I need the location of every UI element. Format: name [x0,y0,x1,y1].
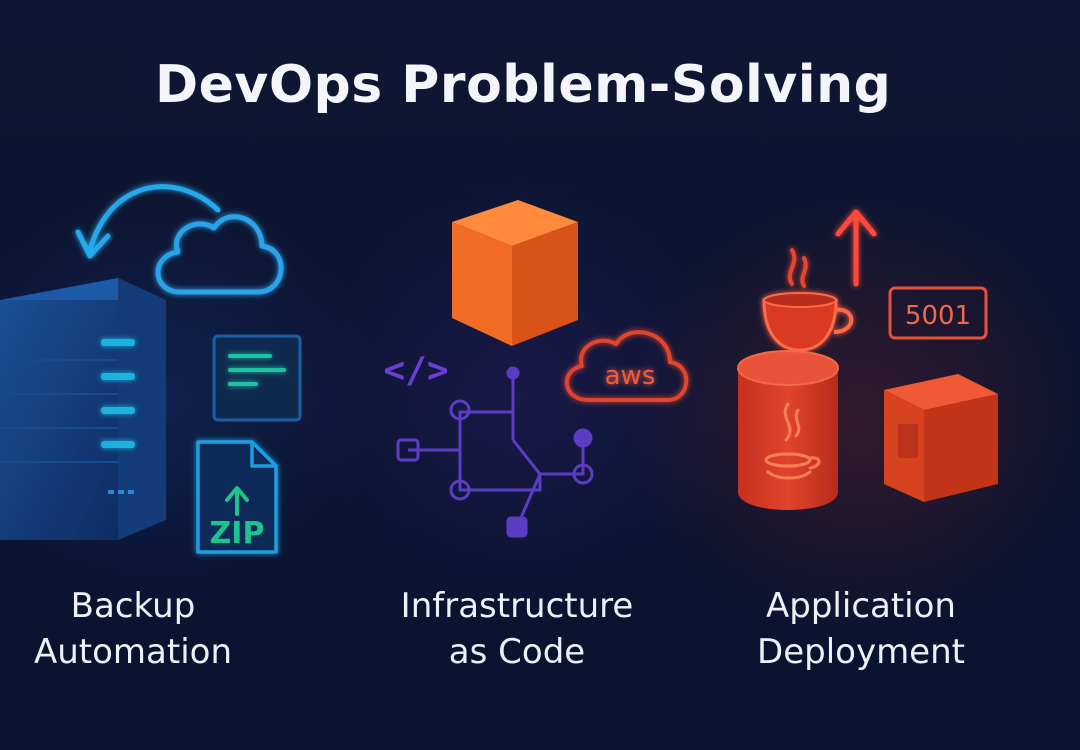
code-brackets-icon: </> [383,350,448,391]
box-icon [884,374,998,502]
label-line: as Code [448,632,586,672]
cloud-icon [155,214,284,295]
document-icon [212,334,302,422]
page-title: DevOps Problem-Solving [155,55,892,115]
label-infrastructure-as-code: Infrastructure as Code [367,583,667,675]
port-label: 5001 [905,301,971,331]
aws-label: aws [605,361,656,391]
coffee-cup-icon [762,248,854,352]
network-graph-icon [396,366,594,538]
label-line: Automation [33,632,233,672]
zip-label: ZIP [210,516,265,551]
label-application-deployment: Application Deployment [711,583,1011,675]
deploy-illustration: 5001 [737,209,998,510]
cube-icon [452,200,578,346]
aws-cloud-icon: aws [564,330,689,402]
label-line: Application [766,586,956,626]
backup-illustration: ZIP [0,184,302,554]
java-container-icon [737,350,839,510]
label-backup-automation: Backup Automation [0,583,283,675]
label-line: Infrastructure [400,586,634,626]
port-badge-icon: 5001 [888,286,988,340]
server-rack-icon [0,278,166,540]
up-arrow-icon [835,209,877,287]
label-line: Backup [70,586,196,626]
zip-file-icon: ZIP [196,440,278,554]
label-line: Deployment [757,632,965,672]
iac-illustration: aws </> [383,200,689,538]
sync-arrow-icon [75,184,221,259]
